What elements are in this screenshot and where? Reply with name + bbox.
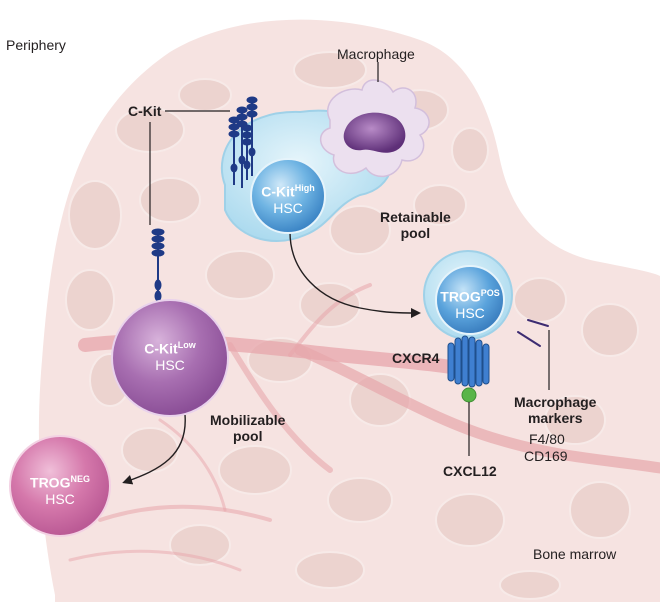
ckit-receptors-high [228, 96, 258, 188]
ckit-leader-lines [149, 110, 230, 225]
label-periphery: Periphery [6, 37, 66, 53]
label-retainable-pool: Retainable pool [380, 209, 451, 242]
label-mobilizable-pool: Mobilizable pool [210, 412, 286, 445]
arrow-low-to-trogneg [122, 414, 186, 485]
cxcr4-receptor [447, 335, 490, 388]
macrophage-markers-glyphs [517, 319, 549, 347]
label-ckit: C-Kit [128, 103, 162, 119]
ckit-high-label: C-KitHigh HSC [261, 183, 315, 216]
label-bone-marrow: Bone marrow [533, 546, 617, 562]
label-marker-cd169: CD169 [524, 448, 568, 464]
label-marker-f480: F4/80 [529, 431, 565, 447]
macrophage-nucleus [343, 112, 406, 153]
hsc-ckit-high [250, 158, 326, 234]
cxcl12-ligand [461, 387, 477, 403]
hsc-ckit-low [111, 299, 229, 417]
hsc-trog-neg [9, 435, 111, 537]
trog-neg-label: TROGNEG HSC [30, 474, 90, 507]
label-cxcr4: CXCR4 [392, 350, 440, 366]
trog-pos-label: TROGPOS HSC [440, 288, 500, 321]
arrow-high-to-trogpos [289, 231, 421, 318]
ckit-low-label: C-KitLow HSC [144, 340, 196, 373]
label-macrophage-markers: Macrophage markers [514, 394, 597, 427]
hsc-trog-pos [435, 265, 505, 335]
label-macrophage: Macrophage [337, 46, 415, 62]
label-cxcl12: CXCL12 [443, 463, 497, 479]
bone-trabeculae [65, 51, 639, 600]
